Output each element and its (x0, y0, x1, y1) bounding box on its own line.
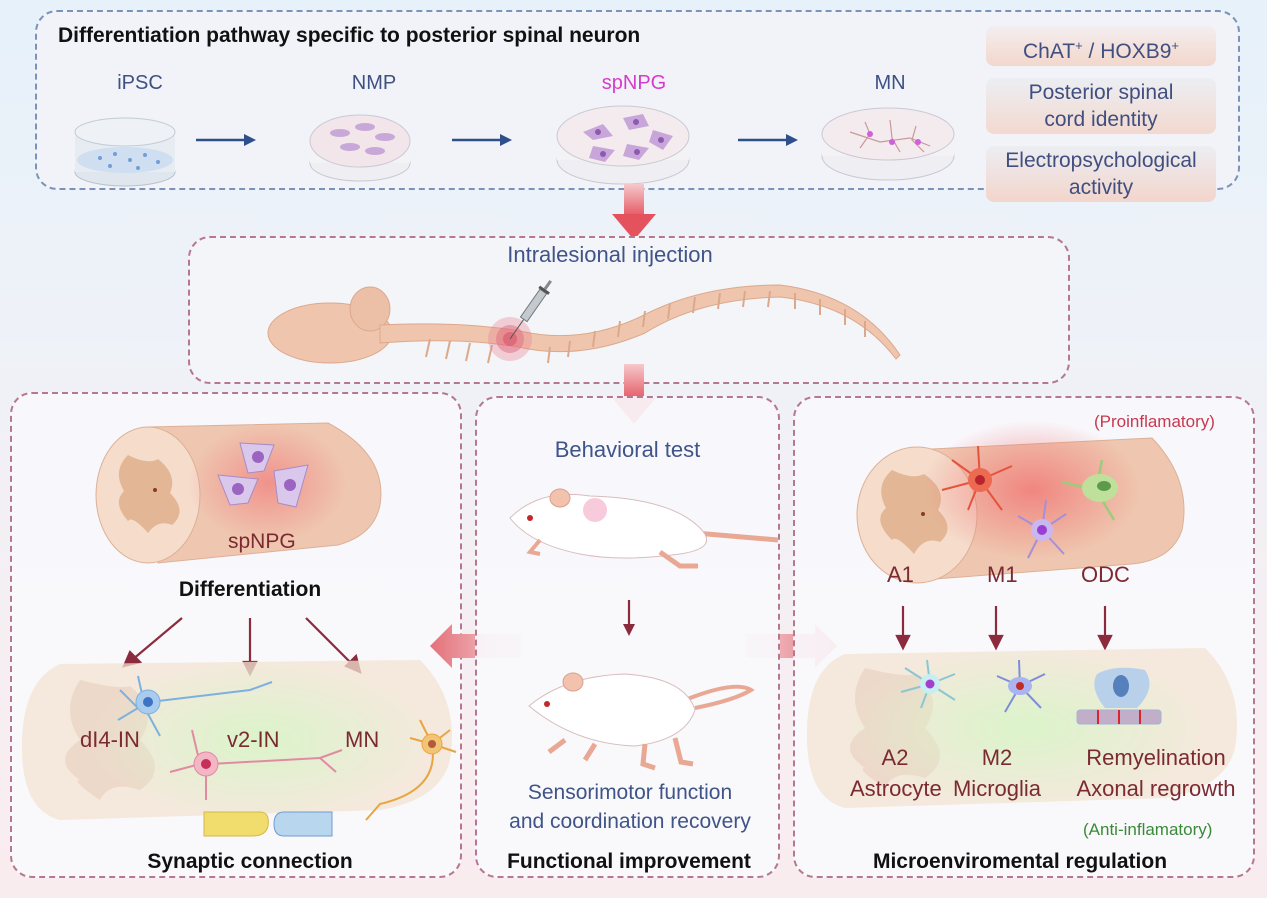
anti-cell-a2-label: A2 Astrocyte (850, 742, 942, 804)
anti-cell-m2-label: M2 Microglia (945, 742, 1049, 804)
down-arrow-recovery-icon (623, 600, 635, 636)
marker-separator: / (1082, 40, 1101, 63)
marker-hoxb9: HOXB9 (1100, 40, 1172, 63)
identity-line-2: cord identity (1044, 108, 1158, 131)
stage-label-nmp: NMP (351, 72, 397, 94)
marker-chat-sup: + (1075, 38, 1083, 53)
marker-chat: ChAT (1022, 40, 1076, 63)
anti-cell-m2-line-2: Microglia (952, 776, 1042, 801)
petri-dish-spnpg-icon (556, 105, 690, 185)
posterior-identity-badge: Posterior spinal cord identity (986, 78, 1216, 134)
differentiation-title: Differentiation (178, 578, 322, 601)
anti-cell-a2-line-1: A2 (881, 745, 909, 770)
anti-inflammatory-label: (Anti-inflamatory) (1083, 820, 1213, 839)
anti-remyelination-line-2: Axonal regrowth (1076, 776, 1236, 801)
polarization-arrows-icon (895, 606, 1113, 651)
rat-injured-icon (509, 488, 779, 569)
spinal-cord-brain-illustration-icon (267, 279, 901, 364)
functional-improvement-panel (475, 396, 780, 878)
arrow-spnpg-to-mn-icon (738, 134, 798, 146)
arrow-nmp-to-spnpg-icon (452, 134, 512, 146)
neuron-label-mn: MN (345, 727, 380, 752)
recovery-line-2: and coordination recovery (509, 810, 751, 833)
petri-dish-ipsc-icon (74, 117, 176, 187)
pro-cell-label-odc: ODC (1081, 562, 1130, 587)
pathway-title: Differentiation pathway specific to post… (58, 24, 641, 47)
identity-line-1: Posterior spinal (1028, 81, 1174, 104)
marker-chat-hoxb9-badge: ChAT+ / HOXB9+ (986, 26, 1216, 66)
recovery-outcome-text: Sensorimotor function and coordination r… (485, 778, 775, 836)
healing-spinal-cord-illustration-icon (806, 648, 1237, 808)
synaptic-connection-title: Synaptic connection (147, 850, 353, 873)
stage-label-ipsc: iPSC (117, 72, 163, 94)
down-arrow-to-injection-icon (612, 184, 656, 240)
marker-hoxb9-sup: + (1171, 38, 1180, 53)
behavioral-test-label: Behavioral test (554, 437, 701, 462)
stage-label-mn: MN (874, 72, 906, 94)
petri-dish-mn-icon (821, 107, 955, 181)
anti-remyelination-line-1: Remyelination (1086, 745, 1226, 770)
spinal-cord-transplant-illustration-icon (95, 422, 382, 564)
neuron-label-v2-in: v2-IN (227, 727, 280, 752)
microenvironment-title: Microenviromental regulation (872, 850, 1168, 873)
spinal-cord-neurons-illustration-icon (21, 660, 457, 837)
activity-line-1: Electropsychological (1005, 149, 1197, 172)
proinflammatory-label: (Proinflamatory) (1094, 412, 1215, 431)
electro-activity-badge: Electropsychological activity (986, 146, 1216, 202)
injection-label: Intralesional injection (507, 242, 713, 267)
stage-label-spnpg: spNPG (601, 72, 667, 94)
neuron-label-di4-in: dI4-IN (80, 727, 140, 752)
pro-cell-label-m1: M1 (987, 562, 1018, 587)
petri-dish-nmp-icon (309, 114, 411, 182)
spnpg-graft-label: spNPG (228, 530, 296, 553)
anti-remyelination-label: Remyelination Axonal regrowth (1064, 742, 1248, 804)
inflamed-spinal-cord-illustration-icon (856, 420, 1185, 584)
recovery-line-1: Sensorimotor function (527, 781, 733, 804)
functional-improvement-title: Functional improvement (507, 850, 751, 873)
activity-line-2: activity (1068, 176, 1134, 199)
rat-recovered-icon (528, 672, 755, 771)
anti-cell-a2-line-2: Astrocyte (850, 776, 942, 801)
arrow-ipsc-to-nmp-icon (196, 134, 256, 146)
anti-cell-m2-line-1: M2 (981, 745, 1013, 770)
pro-cell-label-a1: A1 (887, 562, 914, 587)
